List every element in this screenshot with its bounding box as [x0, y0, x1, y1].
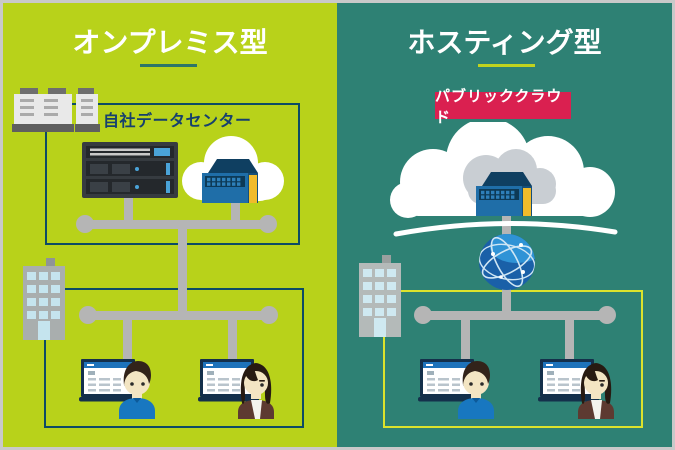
hosting-title-underline [478, 64, 535, 67]
own-datacenter-label: 自社データセンター [103, 113, 252, 130]
server-rack-icon [82, 142, 178, 198]
connector-office-bus-right [423, 311, 607, 320]
connector-dc-building-down [231, 200, 240, 224]
laptop-user-man-icon [418, 359, 494, 419]
hosting-office-box [383, 290, 643, 428]
yellow-door [249, 175, 257, 203]
office-building-icon [23, 258, 65, 340]
server-cabinets-icon [12, 88, 100, 132]
laptop-user-woman-icon [538, 359, 614, 419]
public-cloud-icon [390, 122, 618, 237]
public-cloud-badge: パブリッククラウド [435, 88, 571, 126]
connector-user1-drop [123, 315, 132, 361]
onpremise-office-box [44, 288, 304, 428]
connector-user3-drop [461, 315, 470, 361]
cloud-datacenter-icon [182, 136, 284, 203]
bus-node [598, 306, 616, 324]
bus-node [414, 306, 432, 324]
connector-dc-to-office [178, 224, 187, 319]
datacenter-building-icon [202, 159, 258, 203]
office-building-icon [359, 255, 401, 337]
horizon-arc [393, 220, 618, 237]
bus-node [76, 215, 94, 233]
hosting-title: ホスティング型 [407, 27, 602, 58]
laptop-user-woman-icon [198, 359, 274, 419]
bus-node [79, 306, 97, 324]
connector-dc-bus [83, 220, 271, 229]
globe-network-icon [479, 234, 535, 290]
connector-rack-down [124, 193, 133, 224]
yellow-door [523, 188, 531, 216]
bus-node [259, 215, 277, 233]
onpremise-title-underline [140, 64, 197, 67]
connector-office-bus-left [85, 311, 272, 320]
bus-node [260, 306, 278, 324]
onpremise-title: オンプレミス型 [72, 27, 268, 58]
connector-user2-drop [228, 315, 237, 361]
laptop-user-man-icon [79, 359, 155, 419]
datacenter-building-icon [476, 172, 532, 216]
own-datacenter-box [45, 103, 300, 245]
connector-user4-drop [565, 315, 574, 361]
